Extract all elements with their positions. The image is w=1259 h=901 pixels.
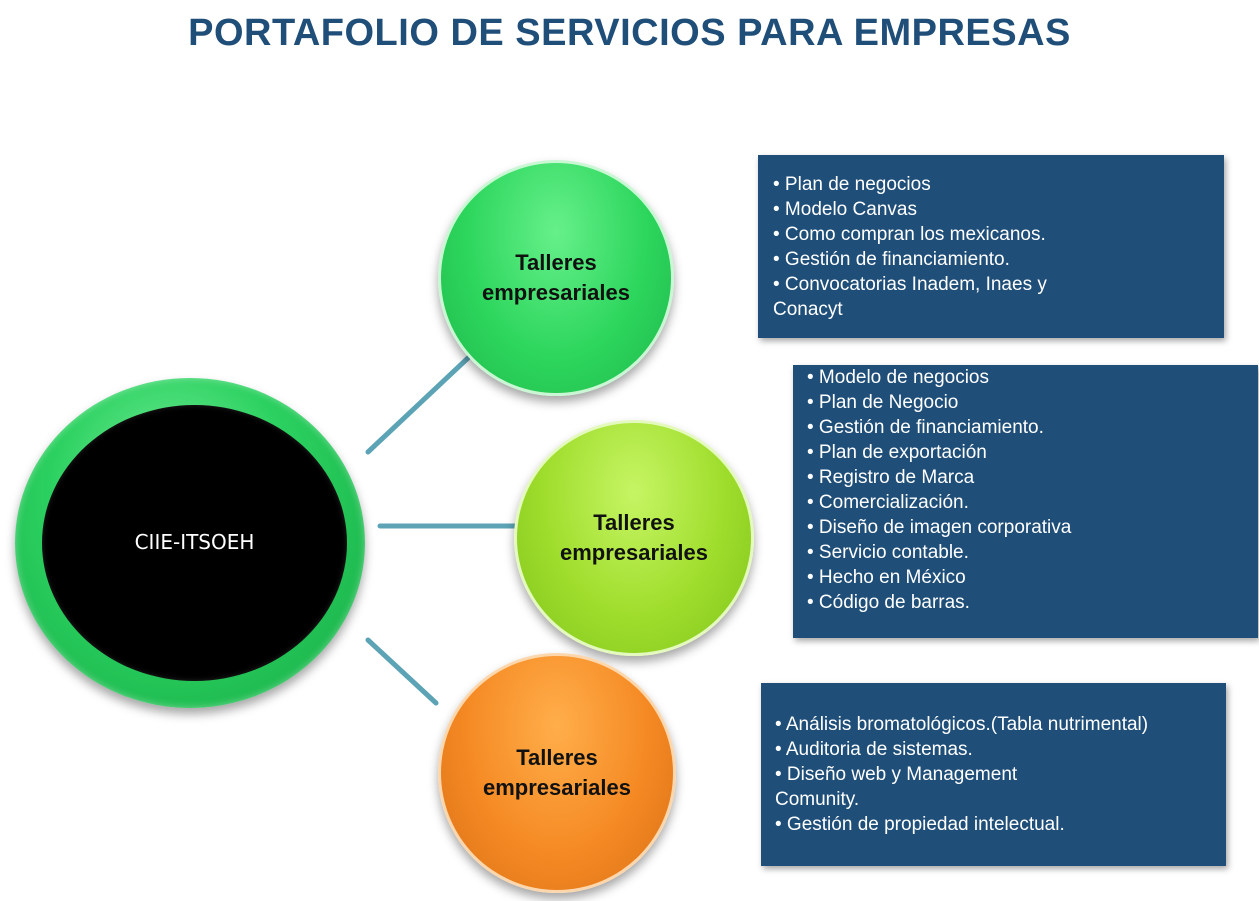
connector-line-top: [365, 355, 471, 455]
branch-bubble-3: Talleres empresariales: [438, 653, 676, 893]
service-item: • Modelo de negocios: [807, 367, 989, 388]
service-item: • Registro de Marca: [807, 467, 975, 488]
service-item: • Servicio contable.: [807, 542, 969, 563]
page-title: PORTAFOLIO DE SERVICIOS PARA EMPRESAS: [188, 12, 1071, 54]
branch-bubble-1-label: Talleres empresariales: [482, 250, 630, 305]
services-panel-1: • Plan de negocios • Modelo Canvas • Com…: [758, 155, 1224, 338]
services-panel-2: • Modelo de negocios • Plan de Negocio •…: [793, 365, 1258, 638]
services-panel-3: • Análisis bromatológicos.(Tabla nutrime…: [761, 683, 1226, 866]
service-item: • Gestión de financiamiento.: [807, 417, 1044, 438]
branch-bubble-2-label: Talleres empresariales: [560, 510, 708, 565]
service-item: • Análisis bromatológicos.(Tabla nutrime…: [775, 714, 1149, 735]
service-item: • Plan de exportación: [807, 442, 987, 463]
service-item: • Gestión de financiamiento.: [773, 249, 1010, 270]
service-item: Conacyt: [773, 299, 843, 320]
service-item: • Plan de Negocio: [807, 392, 959, 413]
service-item: • Comercialización.: [807, 492, 969, 513]
service-item: • Auditoria de sistemas.: [775, 739, 973, 760]
branch-bubble-3-label: Talleres empresariales: [483, 745, 631, 800]
connector-line-bottom: [365, 637, 439, 706]
service-item: Comunity.: [775, 789, 860, 810]
service-item: • Diseño web y Management: [775, 764, 1018, 785]
branch-bubble-1: Talleres empresariales: [438, 160, 674, 396]
service-item: • Plan de negocios: [773, 174, 931, 195]
service-item: • Modelo Canvas: [773, 199, 917, 220]
service-item: • Diseño de imagen corporativa: [807, 517, 1072, 538]
service-item: • Convocatorias Inadem, Inaes y: [773, 274, 1047, 295]
branch-bubble-2: Talleres empresariales: [514, 420, 754, 656]
services-list-1: • Plan de negocios • Modelo Canvas • Com…: [773, 172, 1210, 322]
service-item: • Hecho en México: [807, 567, 966, 588]
service-item: • Gestión de propiedad intelectual.: [775, 814, 1065, 835]
services-list-2: • Modelo de negocios • Plan de Negocio •…: [807, 365, 1244, 615]
center-node: [42, 405, 347, 681]
service-item: • Código de barras.: [807, 592, 970, 613]
service-item: • Como compran los mexicanos.: [773, 224, 1046, 245]
services-list-3: • Análisis bromatológicos.(Tabla nutrime…: [775, 712, 1216, 837]
center-node-label: CIIE-ITSOEH: [134, 530, 255, 554]
